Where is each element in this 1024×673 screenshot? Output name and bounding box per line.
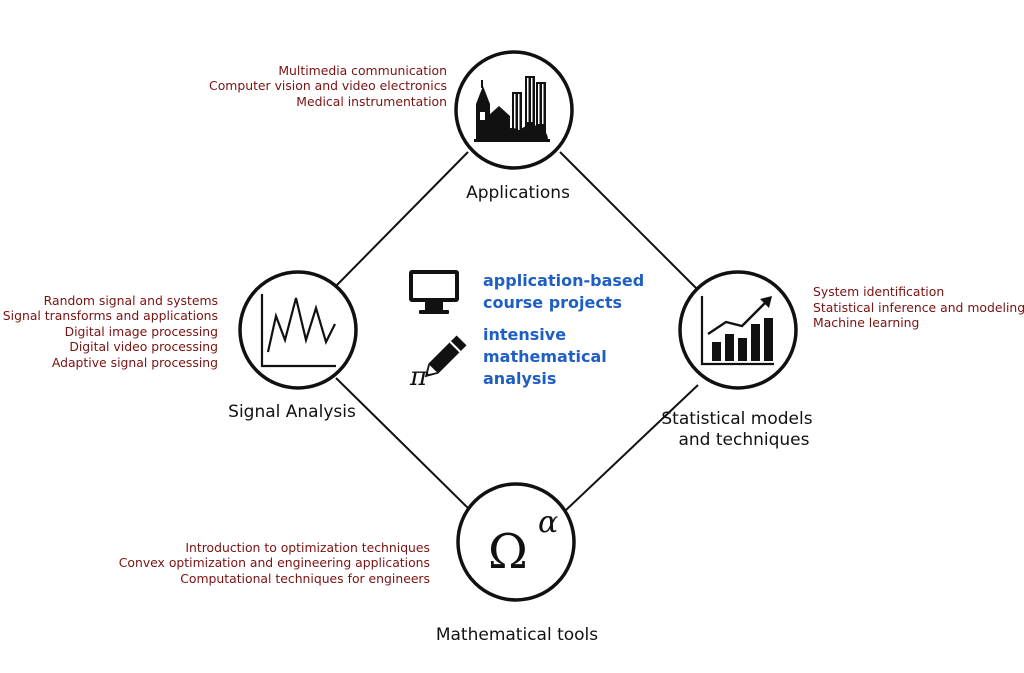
applications-label: Applications: [466, 183, 570, 203]
growth-bar-chart-icon: [700, 296, 774, 366]
center-item2-line1: intensive: [483, 325, 566, 344]
signal-topic-5: Adaptive signal processing: [52, 355, 218, 370]
statistical-topic-1: System identification: [813, 284, 944, 299]
math-label: Mathematical tools: [436, 625, 598, 645]
center-block: application-based course projects π inte…: [409, 270, 644, 392]
math-topic-3: Computational techniques for engineers: [180, 571, 430, 586]
applications-topic-2: Computer vision and video electronics: [209, 78, 447, 93]
math-node: Ω α Mathematical tools: [436, 482, 598, 645]
center-item1-line2: course projects: [483, 293, 622, 312]
statistical-label-line2: and techniques: [678, 430, 809, 450]
edge-applications-statistical: [559, 151, 699, 291]
center-item2-line3: analysis: [483, 369, 556, 388]
statistical-topic-2: Statistical inference and modeling: [813, 300, 1024, 315]
center-item2-line2: mathematical: [483, 347, 607, 366]
signal-node: Signal Analysis: [228, 270, 358, 422]
diamond-edges: [335, 151, 699, 511]
signal-topic-4: Digital video processing: [69, 339, 218, 354]
signal-topics: Random signal and systems Signal transfo…: [3, 293, 218, 370]
alpha-exponent: α: [538, 505, 558, 540]
center-item1-line1: application-based: [483, 271, 644, 290]
statistical-label-line1: Statistical models: [661, 409, 812, 429]
statistical-node: Statistical models and techniques: [661, 270, 813, 450]
statistical-topics: System identification Statistical infere…: [813, 284, 1024, 330]
pi-pencil-icon: π: [409, 335, 467, 392]
math-circle: [456, 482, 576, 602]
monitor-icon: [409, 270, 459, 314]
signal-topic-1: Random signal and systems: [44, 293, 218, 308]
statistical-topic-3: Machine learning: [813, 315, 919, 330]
edge-signal-math: [335, 377, 471, 511]
edge-statistical-math: [565, 384, 699, 511]
signal-waveform-icon: [260, 294, 336, 368]
math-topic-2: Convex optimization and engineering appl…: [119, 555, 430, 570]
applications-topics: Multimedia communication Computer vision…: [209, 63, 447, 109]
signal-circle: [238, 270, 358, 390]
statistical-circle: [678, 270, 798, 390]
omega-symbol: Ω: [488, 524, 528, 580]
signal-topic-2: Signal transforms and applications: [3, 308, 218, 323]
pi-symbol: π: [409, 362, 428, 392]
math-topic-1: Introduction to optimization techniques: [185, 540, 430, 555]
omega-alpha-icon: Ω α: [488, 505, 558, 580]
applications-topic-3: Medical instrumentation: [296, 94, 447, 109]
city-skyline-icon: [474, 76, 550, 142]
applications-topic-1: Multimedia communication: [278, 63, 447, 78]
math-topics: Introduction to optimization techniques …: [119, 540, 430, 586]
signal-label: Signal Analysis: [228, 402, 356, 422]
edge-applications-signal: [335, 151, 469, 287]
signal-topic-3: Digital image processing: [65, 324, 218, 339]
applications-node: Applications: [454, 50, 574, 203]
